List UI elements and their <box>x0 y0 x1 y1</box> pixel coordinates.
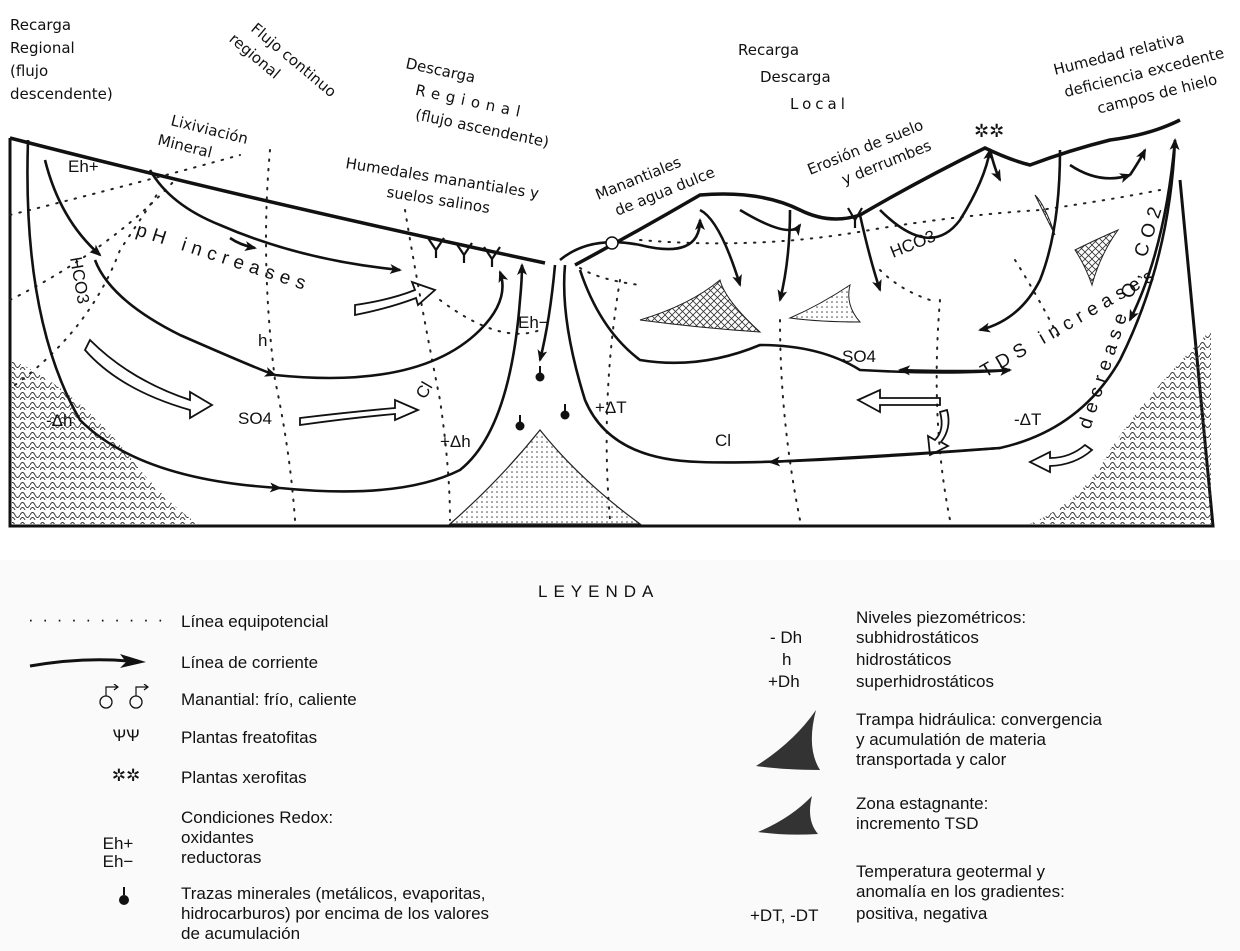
label-erosion: Erosión de sueloy derrumbes <box>805 116 934 199</box>
trap-zone-2 <box>1035 195 1055 235</box>
label-flujo-continuo: Flujo continuoregional <box>226 13 340 118</box>
legend-trazas-text-2: hidrocarburos) por encima de los valores <box>181 904 489 923</box>
legend-trazas-text-3: de acumulación <box>181 924 300 943</box>
sand-mound <box>450 430 640 524</box>
legend-subhidro-text: subhidrostáticos <box>856 628 979 647</box>
stagnant-zone-symbol <box>756 794 820 840</box>
legend-temp-text-1: Temperatura geotermal y <box>856 862 1045 881</box>
minus-dt-label: -ΔT <box>1014 410 1041 429</box>
label-humedales: Humedales manantiales ysuelos salinos <box>341 154 540 224</box>
spring-symbol <box>96 684 156 710</box>
legend-temp-text-3: positiva, negativa <box>856 904 987 923</box>
h-symbol: h <box>782 650 791 670</box>
svg-text:✲✲: ✲✲ <box>974 121 1004 142</box>
legend-temp-text-2: anomalía en los gradientes: <box>856 882 1065 901</box>
legend-superhidro-text: superhidrostáticos <box>856 672 994 691</box>
xerophyte-plants: ✲✲ <box>974 121 1004 142</box>
legend-oxidantes-text: oxidantes <box>181 828 254 847</box>
dt-symbol: +DT, -DT <box>750 906 818 926</box>
legend-trampa-text-2: y acumulatión de materia <box>856 730 1046 749</box>
stagnant-zone-2 <box>1075 230 1118 285</box>
minus-dh-symbol: - Dh <box>770 628 802 648</box>
eh-minus-symbol: Eh− <box>98 852 138 872</box>
h-label: h <box>258 331 267 350</box>
ph-increases-label: pH increases <box>133 220 313 296</box>
legend-niveles-text: Niveles piezométricos: <box>856 608 1026 627</box>
label-humedad: Humedad relativadeficiencia excedentecam… <box>1052 20 1232 125</box>
cl-right-label: Cl <box>715 431 731 450</box>
eh-minus-label: Eh− <box>518 313 549 332</box>
so4-left-label: SO4 <box>238 409 272 428</box>
stagnant-zone-1 <box>790 285 860 322</box>
so4-right-label: SO4 <box>842 347 876 366</box>
minus-dh-label: -Δh <box>46 411 72 430</box>
hydraulic-trap-symbol <box>754 708 824 772</box>
streamline-symbol <box>28 652 148 672</box>
legend-xerophyte-text: Plantas xerofitas <box>181 768 307 787</box>
xerophyte-symbol: ✲✲ <box>96 766 156 786</box>
legend-trazas-text-1: Trazas minerales (metálicos, evaporitas, <box>181 884 486 903</box>
legend-spring-text: Manantial: frío, caliente <box>181 690 357 709</box>
mineral-trace-icons <box>516 366 570 431</box>
trap-zone-1 <box>640 280 760 332</box>
plus-dh-symbol: +Dh <box>768 672 800 692</box>
heat-flow-arrows <box>85 282 1092 472</box>
label-descarga-regional: DescargaRegional(flujo ascendente) <box>394 54 560 151</box>
hco3-left-label: HCO3 <box>66 255 93 305</box>
plus-dh-label: +Δh <box>440 432 471 451</box>
eh-plus-symbol: Eh+ <box>98 834 138 854</box>
spring-icon <box>606 237 618 249</box>
legend-zona-text-2: incremento TSD <box>856 814 979 833</box>
legend-reductoras-text: reductoras <box>181 848 261 867</box>
cl-left-label: Cl <box>412 379 436 402</box>
equipotential-line-symbol: · · · · · · · · · · <box>28 610 158 630</box>
legend-hidro-text: hidrostáticos <box>856 650 951 669</box>
label-lixiviacion: LixiviaciónMineral <box>156 109 250 169</box>
legend-trampa-text-3: transportada y calor <box>856 750 1006 769</box>
legend-trampa-text-1: Trampa hidráulica: convergencia <box>856 710 1102 729</box>
legend-zona-text-1: Zona estagnante: <box>856 794 988 813</box>
mineral-trace-symbol <box>118 884 130 906</box>
legend-phreatophyte-text: Plantas freatofitas <box>181 728 317 747</box>
phreatophyte-plants <box>428 208 862 267</box>
hco3-right-label: HCO3 <box>887 226 938 261</box>
legend-title: LEYENDA <box>538 582 659 602</box>
eh-plus-label: Eh+ <box>68 157 99 176</box>
label-manantiales: Manantialesde agua dulce <box>593 143 718 224</box>
phreatophyte-symbol: ѰѰ <box>96 726 156 746</box>
legend-redox-text: Condiciones Redox: <box>181 808 333 827</box>
plus-dt-label: +ΔT <box>595 398 627 417</box>
legend-streamline-text: Línea de corriente <box>181 653 318 672</box>
legend-equipotential-text: Línea equipotencial <box>181 612 328 631</box>
